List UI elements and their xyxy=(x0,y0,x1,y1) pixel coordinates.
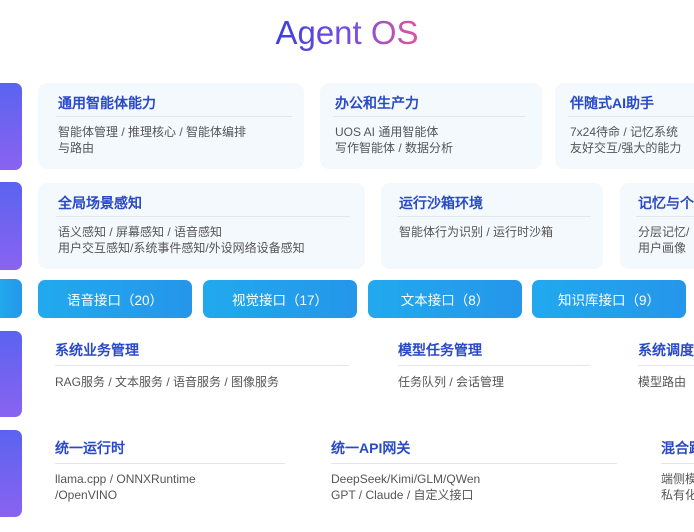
text-interface-button[interactable]: 文本接口（8） xyxy=(368,280,522,318)
section-text: 模型路由 xyxy=(638,375,687,389)
card-title: 通用智能体能力 xyxy=(58,95,156,111)
divider xyxy=(55,463,285,464)
card-title: 运行沙箱环境 xyxy=(399,195,483,211)
card-title: 办公和生产力 xyxy=(335,95,419,111)
card-sandbox: 运行沙箱环境 智能体行为识别 / 运行时沙箱 xyxy=(381,183,603,269)
knowledge-interface-button[interactable]: 知识库接口（9） xyxy=(532,280,686,318)
section-scheduling: 系统调度 模型路由 xyxy=(638,340,694,400)
layer-bar-1 xyxy=(0,83,22,170)
section-text: RAG服务 / 文本服务 / 语音服务 / 图像服务 xyxy=(55,375,280,389)
layer-bar-4 xyxy=(0,331,22,417)
section-business-mgmt: 系统业务管理 RAG服务 / 文本服务 / 语音服务 / 图像服务 xyxy=(55,340,349,400)
card-text: 语义感知 / 屏幕感知 / 语音感知 xyxy=(58,225,223,239)
card-perception: 全局场景感知 语义感知 / 屏幕感知 / 语音感知 用户交互感知/系统事件感知/… xyxy=(38,183,365,269)
card-title: 记忆与个 xyxy=(638,195,694,211)
card-text: 智能体管理 / 推理核心 / 智能体编排 xyxy=(58,125,247,139)
section-title: 混合路 xyxy=(661,440,694,456)
divider xyxy=(398,365,590,366)
page-title: Agent OS xyxy=(275,14,419,51)
card-general-agent: 通用智能体能力 智能体管理 / 推理核心 / 智能体编排 与路由 xyxy=(38,83,304,169)
card-text: 友好交互/强大的能力 xyxy=(570,141,682,155)
section-title: 模型任务管理 xyxy=(398,342,482,358)
card-memory: 记忆与个 分层记忆/ 用户画像 xyxy=(620,183,694,269)
divider xyxy=(638,365,694,366)
card-text: 用户交互感知/系统事件感知/外设网络设备感知 xyxy=(58,241,305,255)
card-text: 智能体行为识别 / 运行时沙箱 xyxy=(399,225,554,239)
section-text: GPT / Claude / 自定义接口 xyxy=(331,488,474,502)
section-runtime: 统一运行时 llama.cpp / ONNXRuntime /OpenVINO xyxy=(55,438,285,510)
divider xyxy=(331,463,617,464)
voice-interface-button[interactable]: 语音接口（20） xyxy=(38,280,192,318)
divider xyxy=(55,365,349,366)
layer-bar-3 xyxy=(0,279,22,318)
divider xyxy=(636,216,694,217)
layer-bar-5 xyxy=(0,430,22,517)
section-task-mgmt: 模型任务管理 任务队列 / 会话管理 xyxy=(398,340,590,400)
divider xyxy=(56,216,350,217)
card-title: 全局场景感知 xyxy=(58,195,142,211)
card-title: 伴随式AI助手 xyxy=(570,95,654,111)
card-office: 办公和生产力 UOS AI 通用智能体 写作智能体 / 数据分析 xyxy=(320,83,542,169)
section-text: /OpenVINO xyxy=(55,488,118,502)
divider xyxy=(661,463,694,464)
section-text: llama.cpp / ONNXRuntime xyxy=(55,472,196,486)
section-text: 任务队列 / 会话管理 xyxy=(398,375,505,389)
card-text: 用户画像 xyxy=(638,241,687,255)
section-text: 端侧模 xyxy=(661,472,694,486)
section-title: 系统业务管理 xyxy=(55,342,139,358)
divider xyxy=(568,116,694,117)
card-text: 写作智能体 / 数据分析 xyxy=(335,141,454,155)
card-text: 分层记忆/ xyxy=(638,225,690,239)
section-text: 私有化 xyxy=(661,488,694,502)
section-api-gateway: 统一API网关 DeepSeek/Kimi/GLM/QWen GPT / Cla… xyxy=(331,438,617,510)
card-text: 与路由 xyxy=(58,141,95,155)
section-title: 系统调度 xyxy=(638,342,694,358)
card-text: UOS AI 通用智能体 xyxy=(335,125,439,139)
divider xyxy=(397,216,591,217)
vision-interface-button[interactable]: 视觉接口（17） xyxy=(203,280,357,318)
card-text: 7x24待命 / 记忆系统 xyxy=(570,125,679,139)
divider xyxy=(333,116,525,117)
section-text: DeepSeek/Kimi/GLM/QWen xyxy=(331,472,481,486)
card-ai-assistant: 伴随式AI助手 7x24待命 / 记忆系统 友好交互/强大的能力 xyxy=(555,83,694,169)
section-hybrid-routing: 混合路 端侧模 私有化 xyxy=(661,438,694,510)
layer-bar-2 xyxy=(0,182,22,270)
section-title: 统一运行时 xyxy=(55,440,125,456)
section-title: 统一API网关 xyxy=(331,440,411,456)
divider xyxy=(56,116,292,117)
